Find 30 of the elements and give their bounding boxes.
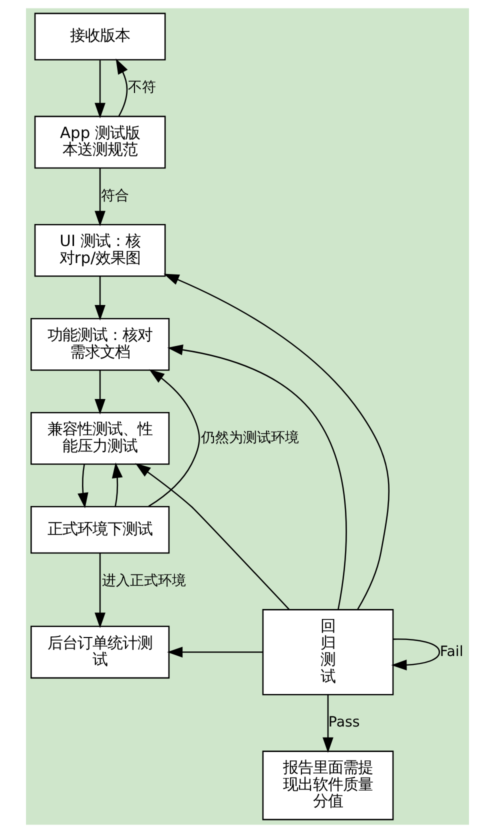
arrow [94, 370, 106, 414]
arrow [164, 274, 390, 610]
edge-label: 进入正式环境 [102, 572, 186, 589]
edge-label: 仍然为测试环境 [201, 430, 300, 446]
node-box: 报告里面需提现出软件质量分值 [262, 750, 394, 820]
arrow [112, 462, 123, 506]
arrow [167, 646, 263, 658]
arrow [94, 60, 106, 118]
edge-label: Pass [328, 714, 360, 731]
arrow [167, 344, 347, 610]
arrow [391, 638, 440, 670]
arrow [322, 694, 334, 753]
node-box: 功能测试：核对需求文档 [30, 318, 170, 371]
node-box: 兼容性测试、性能压力测试 [30, 412, 170, 465]
node-box: 正式环境下测试 [30, 506, 170, 554]
node-box: App 测试版本送测规范 [34, 116, 166, 169]
edge-label: Fail [440, 644, 464, 660]
node-box: 接收版本 [34, 12, 166, 60]
arrow [94, 276, 106, 320]
arrow [116, 58, 128, 116]
node-box: 后台订单统计测试 [30, 626, 170, 679]
node-box: UI 测试：核对rp/效果图 [34, 224, 166, 277]
edge-label: 不符 [128, 80, 156, 96]
arrow [78, 464, 88, 508]
arrow [94, 168, 106, 226]
node-box: 回归测试 [262, 609, 394, 696]
arrow [148, 369, 200, 507]
edge-label: 符合 [100, 188, 129, 204]
arrow [94, 553, 106, 628]
arrow [135, 463, 290, 610]
